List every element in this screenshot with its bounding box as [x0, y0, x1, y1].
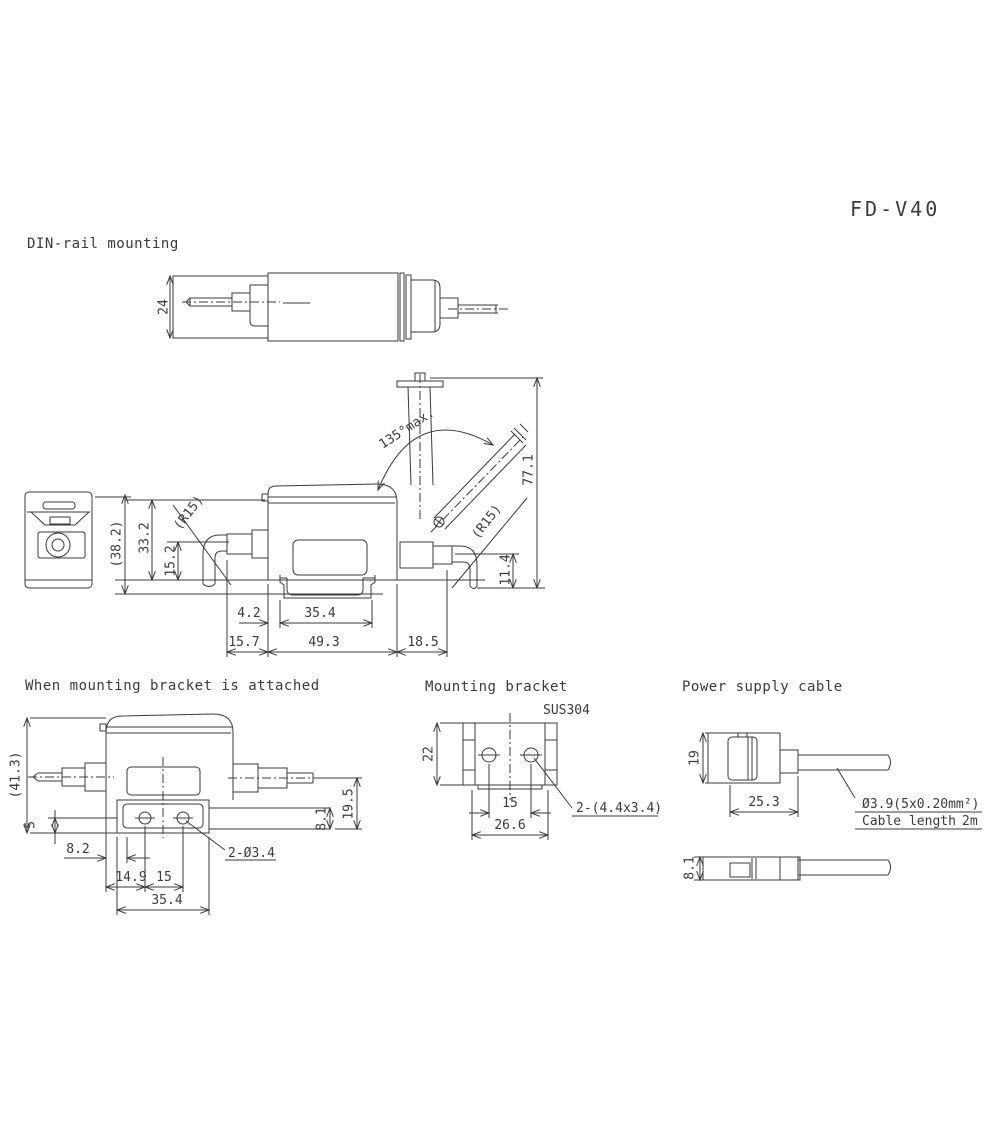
dim-5-label: 5 [24, 821, 39, 829]
dim-22-label: 22 [422, 746, 437, 762]
body-with-bracket [28, 714, 330, 838]
cable-connector-side-view [703, 857, 891, 880]
dim-slots-label: 2-(4.4x3.4) [576, 801, 662, 816]
dim-38-2-label: (38.2) [110, 521, 125, 568]
angle-dimension: 135°max. [377, 406, 493, 490]
dim-26-6-label: 26.6 [494, 818, 525, 833]
dim-15-7-label: 15.7 [228, 635, 259, 650]
sensor-body-side-view [262, 484, 397, 598]
dim-8-1-cable-label: 8.1 [683, 856, 698, 879]
din-rail-dimensions: 24 [157, 276, 172, 338]
dim-24-label: 24 [157, 299, 172, 315]
section-label-bracket-attached: When mounting bracket is attached [25, 678, 320, 694]
section-label-mounting-bracket: Mounting bracket [425, 679, 568, 695]
dim-14-9-label: 14.9 [115, 870, 146, 885]
section-label-din-rail: DIN-rail mounting [27, 236, 179, 252]
dim-77-1-label: 77.1 [522, 454, 537, 485]
dim-19-label: 19 [688, 750, 703, 766]
bracket-outline [463, 713, 557, 800]
dim-49-3-label: 49.3 [308, 635, 339, 650]
sensor-front-view [25, 492, 92, 588]
dim-8-1-bracket-label: 8.1 [315, 807, 330, 830]
right-cable-bent-down [400, 542, 477, 589]
right-vertical-dimensions: 11.4 77.1 [430, 378, 545, 588]
dim-19-5-label: 19.5 [342, 788, 357, 819]
dim-11-4-label: 11.4 [499, 554, 514, 585]
bottom-dimensions: 4.2 35.4 15.7 49.3 18.5 [227, 560, 447, 657]
cable-connector-top-view [708, 733, 891, 783]
dim-15b-label: 15 [502, 796, 518, 811]
left-cable-bent-down [203, 530, 268, 587]
mounting-bracket-dimensions: 22 15 26.6 2-(4.4x3.4) [422, 723, 662, 840]
cable-length-label: Cable length [862, 814, 956, 829]
power-cable-view: 19 25.3 Ø3.9(5x0.20mm²) Cable length 2m … [683, 700, 1000, 900]
power-cable-dimensions: 19 25.3 Ø3.9(5x0.20mm²) Cable length 2m … [683, 733, 983, 880]
dim-15-2-label: 15.2 [164, 545, 179, 576]
section-label-power-cable: Power supply cable [682, 679, 843, 695]
dim-2-dia-3-4-label: 2-Ø3.4 [228, 846, 275, 861]
dim-25-3-label: 25.3 [748, 795, 779, 810]
cable-angled-position [431, 424, 528, 532]
dim-15-label: 15 [156, 870, 172, 885]
main-side-view: 135°max. (R15) (R15) (38.2) 33.2 15.2 [15, 372, 560, 670]
dim-r15-right-label: (R15) [469, 502, 505, 542]
mounting-bracket-view: SUS304 22 15 [422, 703, 662, 848]
din-rail-body-outline [173, 273, 508, 341]
dim-35-4b-label: 35.4 [151, 893, 182, 908]
dim-41-3-label: (41.3) [9, 752, 24, 799]
cable-length-value: 2m [962, 814, 978, 829]
bracket-attached-view: (41.3) 5 8.2 14.9 15 35.4 [9, 702, 435, 924]
din-rail-top-view: 24 [157, 260, 510, 352]
dim-33-2-label: 33.2 [138, 522, 153, 553]
dim-4-2-label: 4.2 [237, 606, 260, 621]
dim-18-5-label: 18.5 [407, 635, 438, 650]
bracket-attached-dimensions: (41.3) 5 8.2 14.9 15 35.4 [9, 718, 363, 915]
cable-spec-label: Ø3.9(5x0.20mm²) [862, 797, 979, 812]
dim-35-4-label: 35.4 [304, 606, 335, 621]
page-title: FD-V40 [850, 197, 941, 221]
dim-8-2-label: 8.2 [66, 842, 89, 857]
material-label: SUS304 [543, 703, 590, 718]
left-vertical-dimensions: (38.2) 33.2 15.2 [95, 495, 485, 594]
